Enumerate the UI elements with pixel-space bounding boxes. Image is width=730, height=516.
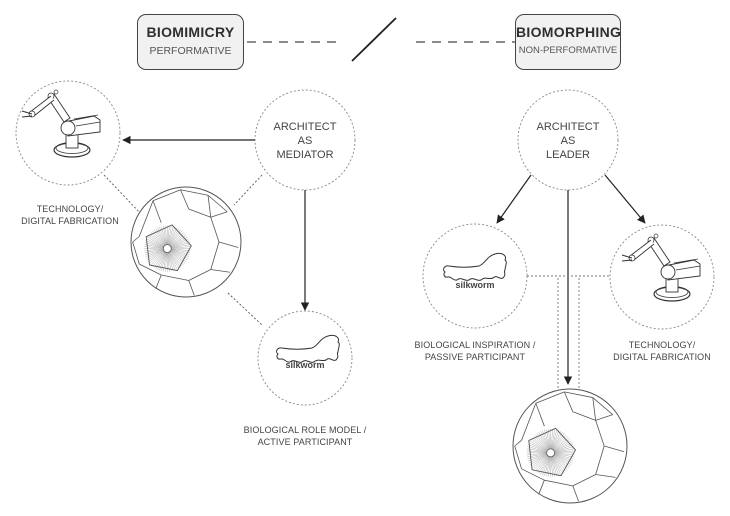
robot-arm-icon: [621, 233, 701, 302]
biomorphing-subtitle: NON-PERFORMATIVE: [518, 45, 618, 56]
technology-label-right: TECHNOLOGY/ DIGITAL FABRICATION: [592, 339, 730, 363]
silkworm-circle-left: [257, 310, 353, 406]
biomorphing-box: BIOMORPHING NON-PERFORMATIVE: [515, 14, 621, 70]
biological-label-line-2: PASSIVE PARTICIPANT: [424, 352, 526, 362]
architect-leader-label: ARCHITECT AS LEADER: [518, 120, 618, 162]
architect-mediator-label: ARCHITECT AS MEDIATOR: [255, 120, 355, 162]
technology-circle-left: [15, 80, 121, 186]
silkworm-label-right: silkworm: [455, 280, 495, 290]
silk-pavilion-sphere-right: [512, 388, 628, 504]
architect-line-2: AS: [560, 135, 576, 147]
biomimicry-subtitle: PERFORMATIVE: [149, 45, 232, 57]
architect-line-3: MEDIATOR: [276, 149, 334, 161]
silkworm-icon: [276, 334, 340, 363]
biological-label-line-1: BIOLOGICAL INSPIRATION /: [414, 340, 536, 350]
biological-inspiration-label: BIOLOGICAL INSPIRATION / PASSIVE PARTICI…: [400, 339, 550, 363]
technology-label-left: TECHNOLOGY/ DIGITAL FABRICATION: [0, 203, 140, 227]
architect-line-3: LEADER: [545, 149, 591, 161]
biological-role-model-label: BIOLOGICAL ROLE MODEL / ACTIVE PARTICIPA…: [225, 424, 385, 448]
technology-label-line-2: DIGITAL FABRICATION: [613, 352, 711, 362]
technology-label-line-1: TECHNOLOGY/: [36, 204, 104, 214]
architect-circle-right: [517, 89, 619, 191]
divider-slash: [351, 17, 397, 62]
technology-label-line-1: TECHNOLOGY/: [628, 340, 696, 350]
biological-label-line-2: ACTIVE PARTICIPANT: [257, 437, 353, 447]
biomimicry-title: BIOMIMICRY: [146, 24, 235, 40]
silk-pavilion-sphere-left: [130, 186, 242, 298]
biological-label-line-1: BIOLOGICAL ROLE MODEL /: [243, 425, 367, 435]
architect-line-1: ARCHITECT: [273, 121, 337, 133]
arrow-leader-to-silkworm: [496, 174, 532, 224]
technology-label-line-2: DIGITAL FABRICATION: [21, 216, 119, 226]
architect-line-1: ARCHITECT: [536, 121, 600, 133]
robot-arm-icon: [21, 89, 101, 158]
arrow-leader-to-technology: [604, 174, 646, 224]
silkworm-label-left: silkworm: [285, 360, 325, 370]
silkworm-icon: [443, 252, 507, 281]
architect-line-2: AS: [297, 135, 313, 147]
biomimicry-box: BIOMIMICRY PERFORMATIVE: [137, 14, 244, 70]
biomorphing-title: BIOMORPHING: [516, 24, 622, 40]
technology-circle-right: [609, 224, 715, 330]
